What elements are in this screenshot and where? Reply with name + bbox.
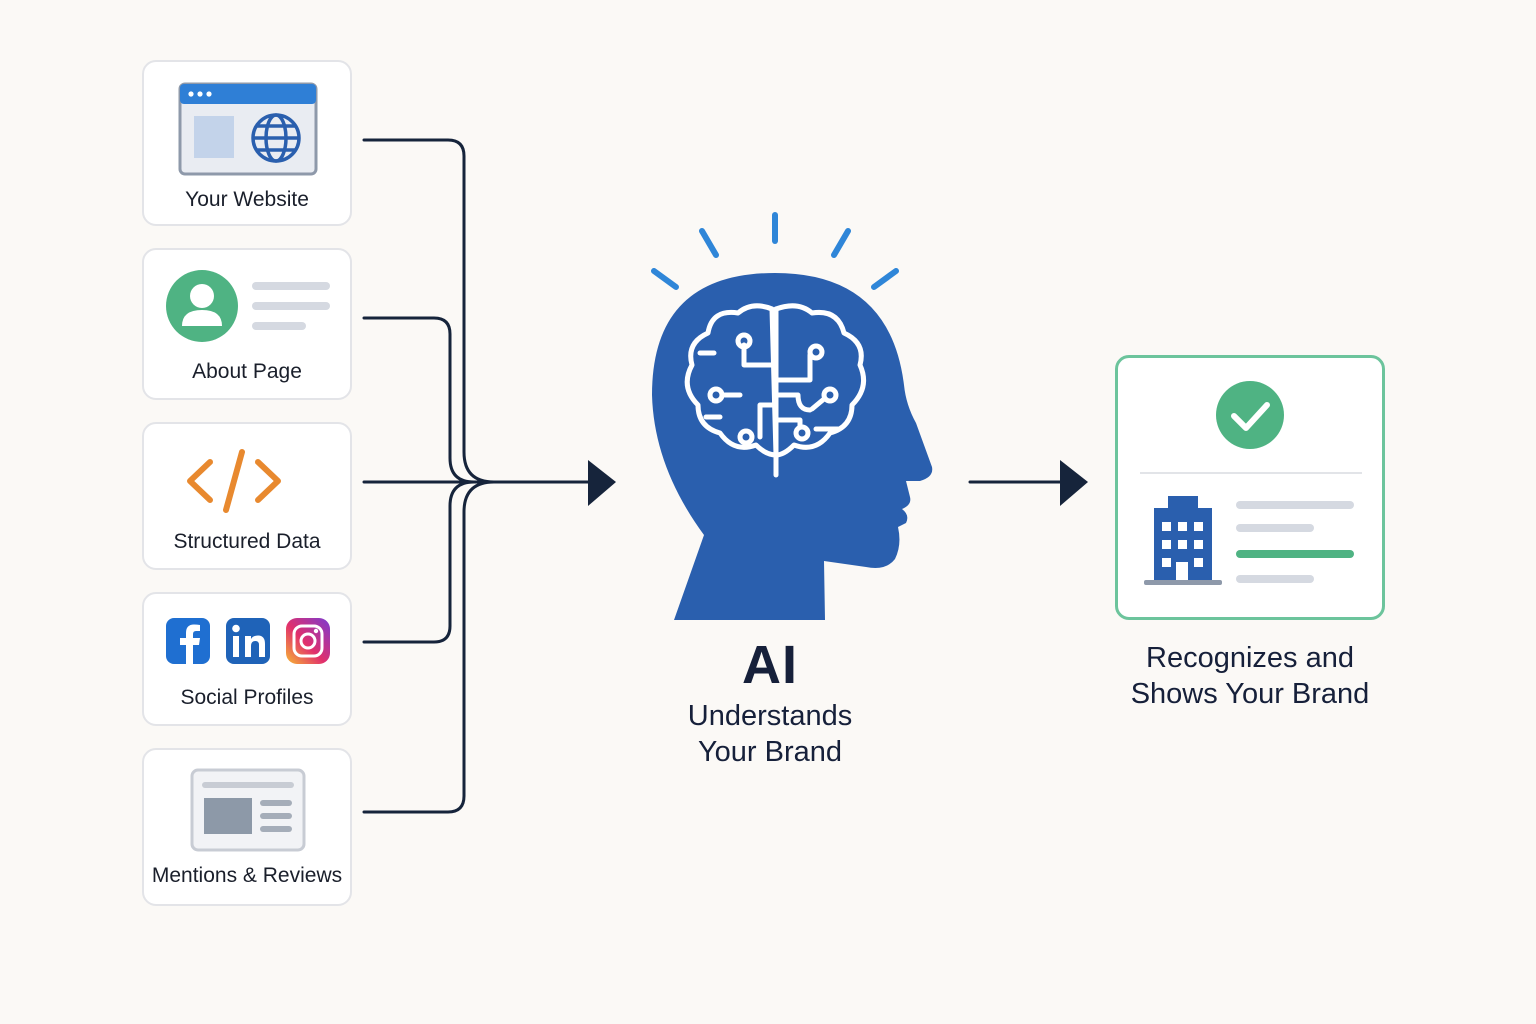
- ai-subtitle: Understands Your Brand: [600, 698, 940, 770]
- source-card-social: Social Profiles: [142, 592, 352, 726]
- result-card: [1115, 355, 1385, 620]
- check-circle-icon: [1216, 381, 1284, 449]
- result-caption: Recognizes and Shows Your Brand: [1090, 640, 1410, 712]
- source-label-mentions: Mentions & Reviews: [151, 864, 343, 887]
- brain-outline: [684, 303, 867, 478]
- linkedin-icon: [226, 618, 270, 664]
- social-media-icons: [166, 618, 330, 664]
- ai-title: AI: [742, 635, 798, 695]
- news-article-icon: [190, 768, 306, 852]
- result-caption-line2: Shows Your Brand: [1130, 678, 1370, 710]
- instagram-icon: [286, 618, 330, 664]
- source-card-website: Your Website: [142, 60, 352, 226]
- source-card-structured-data: Structured Data: [142, 422, 352, 570]
- ai-subtitle-line2: Your Brand: [697, 736, 843, 768]
- arrow-head-to-result: [1060, 460, 1088, 506]
- source-label-social: Social Profiles: [180, 686, 314, 709]
- source-label-structured-data: Structured Data: [173, 530, 321, 553]
- source-card-about: About Page: [142, 248, 352, 400]
- ai-brain-head-icon: [651, 212, 933, 620]
- arrow-head-to-ai: [588, 460, 616, 506]
- browser-globe-icon: [178, 82, 318, 176]
- ai-subtitle-line1: Understands: [687, 700, 853, 732]
- verified-business-card-icon: [1140, 381, 1362, 585]
- spark-rays: [651, 212, 899, 290]
- code-brackets-icon: [187, 449, 281, 513]
- user-profile-icon: [166, 270, 330, 342]
- building-icon: [1144, 496, 1222, 585]
- source-label-about: About Page: [192, 360, 302, 383]
- source-label-website: Your Website: [185, 188, 309, 211]
- result-caption-line1: Recognizes and: [1146, 642, 1354, 674]
- facebook-icon: [166, 618, 210, 664]
- source-card-mentions: Mentions & Reviews: [142, 748, 352, 906]
